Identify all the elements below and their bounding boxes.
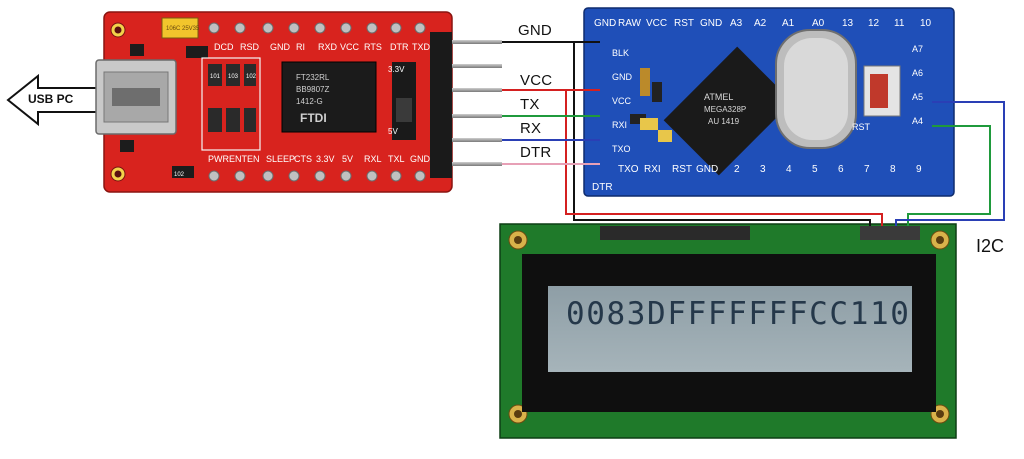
pro-mini-chip-line: ATMEL [704, 92, 733, 102]
pro-mini-top-label: 12 [868, 18, 880, 29]
ftdi-board [95, 11, 453, 193]
lcd-display-text: 0083DFFFFFFFCC110 [566, 296, 911, 332]
pro-mini-silkscreen: GND RAW VCC RST GND A3 A2 A1 A0 13 12 11… [592, 18, 932, 193]
pro-mini-top-label: 13 [842, 18, 854, 29]
ftdi-bottom-pin-label: PWRENTEN [208, 154, 260, 164]
pro-mini-bottom-label: GND [696, 164, 718, 175]
ftdi-chip-line: FTDI [300, 111, 327, 125]
ftdi-top-pin-label: TXD [412, 42, 431, 52]
ftdi-resistor-label: 103 [228, 74, 239, 80]
ftdi-resistor-label: 102 [246, 74, 257, 80]
pro-mini-bottom-label: 4 [786, 164, 792, 175]
ftdi-top-pin-label: RI [296, 42, 305, 52]
pro-mini-right-label: A4 [912, 116, 923, 126]
ftdi-voltage-label: 3.3V [388, 65, 405, 74]
pro-mini-bottom-label: 7 [864, 164, 870, 175]
vcc-wire-label: VCC [520, 72, 553, 89]
i2c-label: I2C [976, 236, 1005, 256]
ftdi-bottom-pin-label: 3.3V [316, 154, 335, 164]
ftdi-bottom-pin-label: RXL [364, 154, 382, 164]
ftdi-voltage-label: 5V [388, 127, 398, 136]
i2c-scl-wire [895, 101, 1005, 226]
pro-mini-top-label: A1 [782, 18, 795, 29]
pro-mini-bottom-label: TXO [618, 164, 639, 175]
pro-mini-bottom-label: 3 [760, 164, 766, 175]
pro-mini-top-label: RST [674, 18, 694, 29]
pro-mini-right-label: A7 [912, 44, 923, 54]
pro-mini-right-label: A5 [912, 92, 923, 102]
ftdi-chip-line: FT232RL [296, 73, 330, 82]
lcd-screen [548, 286, 912, 372]
ftdi-bottom-pin-label: GND [410, 154, 431, 164]
usb-pc-label: USB PC [28, 92, 74, 106]
pro-mini-bottom-label: RXI [644, 164, 661, 175]
ftdi-top-pin-label: GND [270, 42, 291, 52]
pro-mini-bottom-label: 9 [916, 164, 922, 175]
gnd-wire-label: GND [518, 22, 552, 39]
pro-mini-top-label: 10 [920, 18, 932, 29]
pro-mini-bottom-label: 2 [734, 164, 740, 175]
pro-mini-left-label: GND [612, 72, 633, 82]
pro-mini-top-label: A0 [812, 18, 825, 29]
pro-mini-bottom-label: 8 [890, 164, 896, 175]
ftdi-top-pin-label: VCC [340, 42, 360, 52]
pro-mini-top-label: 11 [894, 18, 905, 29]
pro-mini-bottom-label: DTR [592, 182, 613, 193]
ftdi-top-pin-label: RTS [364, 42, 382, 52]
ftdi-bottom-pin-label: 5V [342, 154, 353, 164]
pro-mini-left-label: RXI [612, 120, 627, 130]
lcd-module [499, 223, 957, 439]
pin-holes [208, 22, 426, 182]
ftdi-top-pin-label: RSD [240, 42, 260, 52]
ftdi-top-pin-label: DCD [214, 42, 234, 52]
ftdi-resistor-label: 102 [174, 172, 185, 178]
ftdi-bottom-pin-label: CTS [294, 154, 312, 164]
ftdi-resistor-label: 101 [210, 74, 221, 80]
ftdi-chip-line: 1412-G [296, 97, 323, 106]
ftdi-cap-label: 106C 25V35 [166, 26, 200, 32]
vcc-wire [452, 89, 883, 226]
ftdi-bottom-pin-label: TXL [388, 154, 405, 164]
pro-mini-left-label: BLK [612, 48, 629, 58]
ftdi-top-pin-label: RXD [318, 42, 338, 52]
rx-wire-label: RX [520, 120, 542, 137]
ftdi-bottom-pin-label: SLEEP [266, 154, 295, 164]
i2c-sda-wire [907, 125, 991, 226]
pro-mini-chip-line: MEGA328P [704, 105, 746, 114]
pro-mini-bottom-label: RST [672, 164, 692, 175]
pro-mini-top-label: GND [700, 18, 722, 29]
ftdi-header-pins [452, 40, 502, 166]
pro-mini-left-label: VCC [612, 96, 632, 106]
pro-mini-top-label: GND [594, 18, 616, 29]
pro-mini-bottom-label: 5 [812, 164, 818, 175]
pro-mini-rst-label: RST [852, 122, 871, 132]
ftdi-top-pin-label: DTR [390, 42, 409, 52]
pro-mini-right-label: A6 [912, 68, 923, 78]
pro-mini-left-label: TXO [612, 144, 631, 154]
pro-mini-bottom-label: 6 [838, 164, 844, 175]
pro-mini-top-label: VCC [646, 18, 667, 29]
pro-mini-board [583, 7, 955, 197]
ftdi-chip-line: BB9807Z [296, 85, 329, 94]
tx-wire-label: TX [520, 96, 540, 113]
ftdi-silkscreen: DCD RSD GND RI RXD VCC RTS DTR TXD PWREN… [166, 26, 431, 178]
dtr-wire-label: DTR [520, 144, 552, 161]
pro-mini-top-label: A3 [730, 18, 743, 29]
pro-mini-top-label: A2 [754, 18, 767, 29]
gnd-wire [452, 41, 871, 226]
pro-mini-top-label: RAW [618, 18, 642, 29]
pro-mini-chip-line: AU 1419 [708, 117, 740, 126]
